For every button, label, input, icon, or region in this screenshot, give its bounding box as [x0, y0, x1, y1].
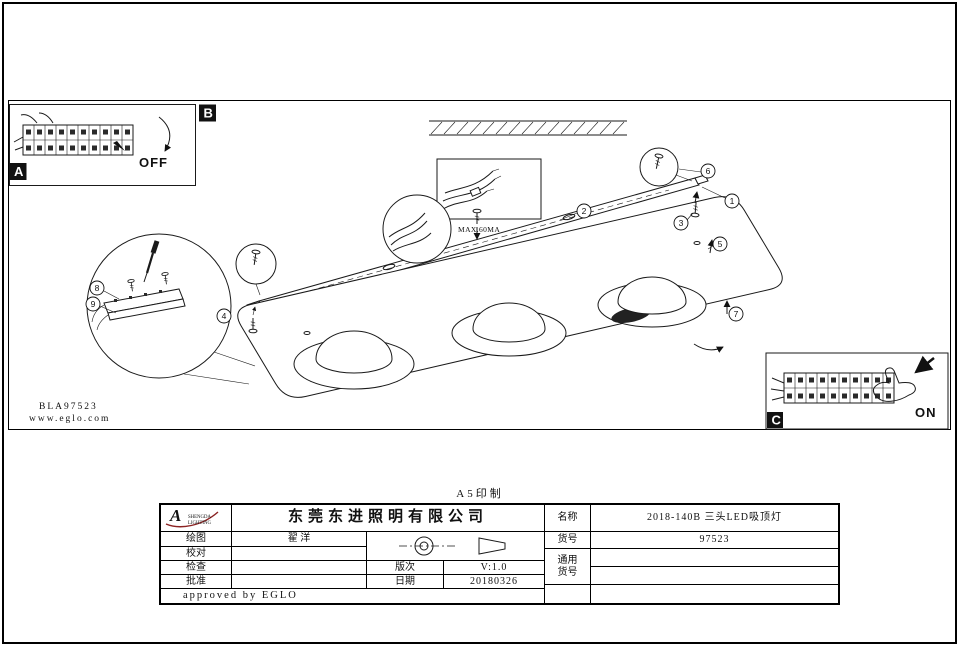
- title-block: A SHENGDA LIGHTING 东莞东进照明有限公司 绘图 翟 洋 校对 …: [159, 503, 840, 605]
- print-format-note: A5印制: [456, 488, 504, 500]
- generic-item-label: 通用 货号: [545, 549, 591, 585]
- diagram-canvas: MAX.60MA: [9, 104, 949, 430]
- empty-cell: [591, 549, 838, 567]
- terminal-block-icon: [783, 372, 895, 404]
- terminal-block-icon: [22, 124, 134, 156]
- empty-cell: [545, 585, 591, 603]
- callout-3: 3: [673, 212, 694, 231]
- rotate-arrow: [693, 343, 724, 353]
- inset-b-label: B: [204, 106, 213, 121]
- pointing-hand-icon: [872, 367, 916, 402]
- date-value: 20180326: [444, 575, 544, 589]
- callout-1: 1: [701, 186, 740, 209]
- svg-text:4: 4: [222, 311, 227, 321]
- svg-text:3: 3: [679, 218, 684, 228]
- mounting-hole: [693, 241, 701, 245]
- logo-line1: SHENGDA: [188, 515, 211, 520]
- callout-6: 6: [678, 163, 716, 179]
- terminal-block-detail: [91, 288, 186, 331]
- company-name: 东莞东进照明有限公司: [232, 505, 544, 532]
- svg-text:9: 9: [91, 299, 96, 309]
- title-block-right: 名称 2018-140B 三头LED吸顶灯 货号 97523 通用 货号: [545, 505, 838, 603]
- lamp-dome-3: [597, 276, 707, 328]
- version-label: 版次: [367, 561, 444, 575]
- inset-off: OFF A B: [9, 104, 216, 186]
- draw-value: 翟 洋: [232, 532, 367, 547]
- empty-cell: [591, 585, 838, 603]
- approved-by-note: approved by EGLO: [183, 589, 298, 601]
- lamp-dome-2: [451, 302, 567, 357]
- assembly-arrows: [235, 147, 731, 353]
- svg-text:7: 7: [734, 309, 739, 319]
- check-value: [232, 547, 367, 561]
- date-label: 日期: [367, 575, 444, 589]
- inset-a-label: A: [14, 164, 24, 179]
- on-label: ON: [915, 405, 937, 420]
- svg-text:8: 8: [95, 283, 100, 293]
- cone-symbol: [478, 537, 505, 555]
- switch-off-arrow: [158, 116, 172, 152]
- item-value: 97523: [591, 532, 838, 549]
- wiring-detail-box: [436, 158, 542, 220]
- inset-on: ON C: [765, 352, 949, 430]
- projection-symbol: [367, 532, 544, 561]
- item-label: 货号: [545, 532, 591, 549]
- inspect-value: [232, 561, 367, 575]
- logo-line2: LIGHTING: [188, 521, 211, 526]
- mounting-hole: [303, 331, 311, 335]
- model-number: BLA97523: [39, 402, 98, 412]
- approve-value: [232, 575, 367, 589]
- off-label: OFF: [139, 155, 168, 170]
- svg-text:5: 5: [718, 239, 723, 249]
- screw-detail-circle: [639, 147, 679, 187]
- callout-9: 9: [85, 296, 101, 312]
- callout-7: 7: [728, 306, 744, 322]
- wire-connector: [469, 186, 482, 197]
- inset-c-label: C: [772, 413, 782, 428]
- terminal-mount-detail-circle: [86, 233, 256, 385]
- ceiling-hatch: [429, 120, 627, 136]
- svg-text:2: 2: [582, 206, 587, 216]
- approve-label: 批准: [161, 575, 232, 589]
- switch-on-arrow: [914, 355, 935, 374]
- press-pointer: [113, 141, 125, 151]
- screwdriver-icon: [143, 240, 160, 283]
- svg-text:1: 1: [730, 196, 735, 206]
- name-label: 名称: [545, 505, 591, 532]
- inspect-label: 检查: [161, 561, 232, 575]
- svg-text:6: 6: [706, 166, 711, 176]
- company-logo: A SHENGDA LIGHTING: [161, 505, 232, 532]
- empty-cell: [591, 567, 838, 585]
- callout-8: 8: [89, 280, 105, 296]
- callout-2: 2: [559, 203, 592, 221]
- lamp-dome-1: [293, 330, 415, 390]
- check-label: 校对: [161, 547, 232, 561]
- draw-label: 绘图: [161, 532, 232, 547]
- callout-5: 5: [707, 236, 728, 252]
- installation-diagram: MAX.60MA: [8, 100, 951, 430]
- title-block-left: A SHENGDA LIGHTING 东莞东进照明有限公司 绘图 翟 洋 校对 …: [161, 505, 545, 603]
- logo-mark: A: [169, 506, 181, 525]
- name-value: 2018-140B 三头LED吸顶灯: [591, 505, 838, 532]
- wiring-detail-circle: MAX.60MA: [382, 194, 500, 264]
- website: www.eglo.com: [29, 414, 110, 424]
- max-load-note: MAX.60MA: [458, 225, 500, 234]
- callout-4: 4: [216, 308, 232, 324]
- version-value: V:1.0: [444, 561, 544, 575]
